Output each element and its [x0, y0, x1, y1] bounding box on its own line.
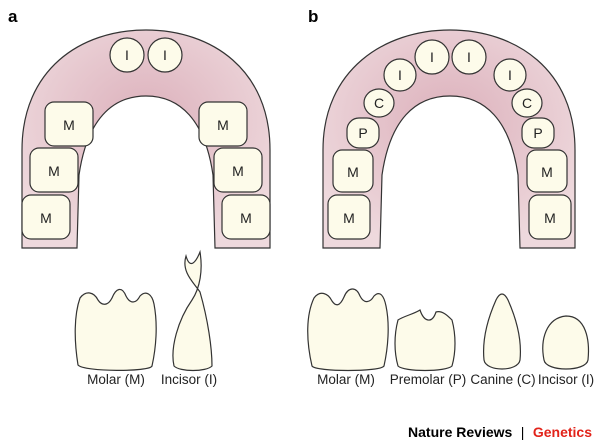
svg-text:M: M [40, 210, 52, 226]
panel-b-incisor-1: I [414, 39, 450, 75]
svg-text:M: M [232, 163, 244, 179]
panel-b-caption-premolar: Premolar (P) [390, 372, 467, 387]
panel-a-molar-illustration [74, 288, 157, 371]
panel-a-molar-left-3: M [21, 194, 71, 240]
panel-b-molar-left-1: M [332, 149, 374, 193]
panel-b-molar-right-2: M [528, 194, 572, 240]
svg-text:M: M [240, 210, 252, 226]
svg-text:C: C [374, 95, 384, 111]
svg-text:I: I [467, 49, 471, 65]
panel-b-label: b [308, 7, 318, 26]
panel-b-caption-molar: Molar (M) [317, 372, 375, 387]
panel-a-molar-right-3: M [221, 194, 271, 240]
svg-text:I: I [163, 47, 167, 63]
svg-text:I: I [125, 47, 129, 63]
panel-b-molar-left-2: M [327, 194, 371, 240]
credit-separator: | [521, 424, 525, 440]
panel-b-molar-illustration [307, 288, 389, 372]
svg-text:Nature Reviews | G: Nature Reviews | Genetics [408, 424, 592, 441]
svg-text:M: M [48, 163, 60, 179]
svg-text:M: M [544, 210, 556, 226]
panel-b-molar-right-1: M [526, 149, 568, 193]
panel-b-canine-right: C [511, 88, 543, 118]
panel-b-caption-canine: Canine (C) [470, 372, 535, 387]
credit-topic: Genetics [533, 424, 592, 440]
panel-a-incisor-left: I [109, 37, 145, 73]
svg-text:I: I [508, 67, 512, 83]
panel-a-caption-incisor: Incisor (I) [161, 372, 217, 387]
panel-b-caption-incisor: Incisor (I) [538, 372, 594, 387]
panel-b-incisor-illustration [542, 315, 590, 370]
svg-text:M: M [343, 210, 355, 226]
panel-b-canine-left: C [363, 88, 395, 118]
panel-a-molar-left-1: M [44, 101, 94, 147]
panel-a-molar-right-2: M [213, 147, 263, 193]
panel-b-incisor-2: I [451, 39, 487, 75]
panel-a-incisor-right: I [147, 37, 183, 73]
svg-text:P: P [358, 125, 367, 141]
svg-text:I: I [430, 49, 434, 65]
panel-a-jaw [21, 29, 271, 249]
credit-line: Nature Reviews | Genetics [408, 424, 592, 441]
svg-text:M: M [63, 117, 75, 133]
credit-journal: Nature Reviews [408, 424, 512, 440]
svg-text:M: M [541, 164, 553, 180]
panel-a-label: a [8, 7, 18, 26]
panel-a-molar-right-1: M [198, 101, 248, 147]
svg-text:I: I [398, 67, 402, 83]
svg-text:P: P [533, 125, 542, 141]
panel-b-incisor-4: I [493, 58, 527, 92]
panel-b: b I I I I C C P [307, 7, 594, 387]
panel-a-molar-left-2: M [29, 147, 79, 193]
svg-text:C: C [522, 95, 532, 111]
panel-a: a I I M M M M M [8, 7, 271, 387]
panel-b-premolar-left: P [346, 117, 380, 149]
panel-b-incisor-3: I [383, 58, 417, 92]
panel-b-premolar-illustration [394, 309, 456, 372]
svg-text:M: M [217, 117, 229, 133]
panel-a-caption-molar: Molar (M) [87, 372, 145, 387]
panel-b-canine-illustration [483, 293, 521, 370]
panel-b-premolar-right: P [521, 117, 555, 149]
svg-text:M: M [347, 164, 359, 180]
panel-a-incisor-illustration [172, 249, 213, 372]
